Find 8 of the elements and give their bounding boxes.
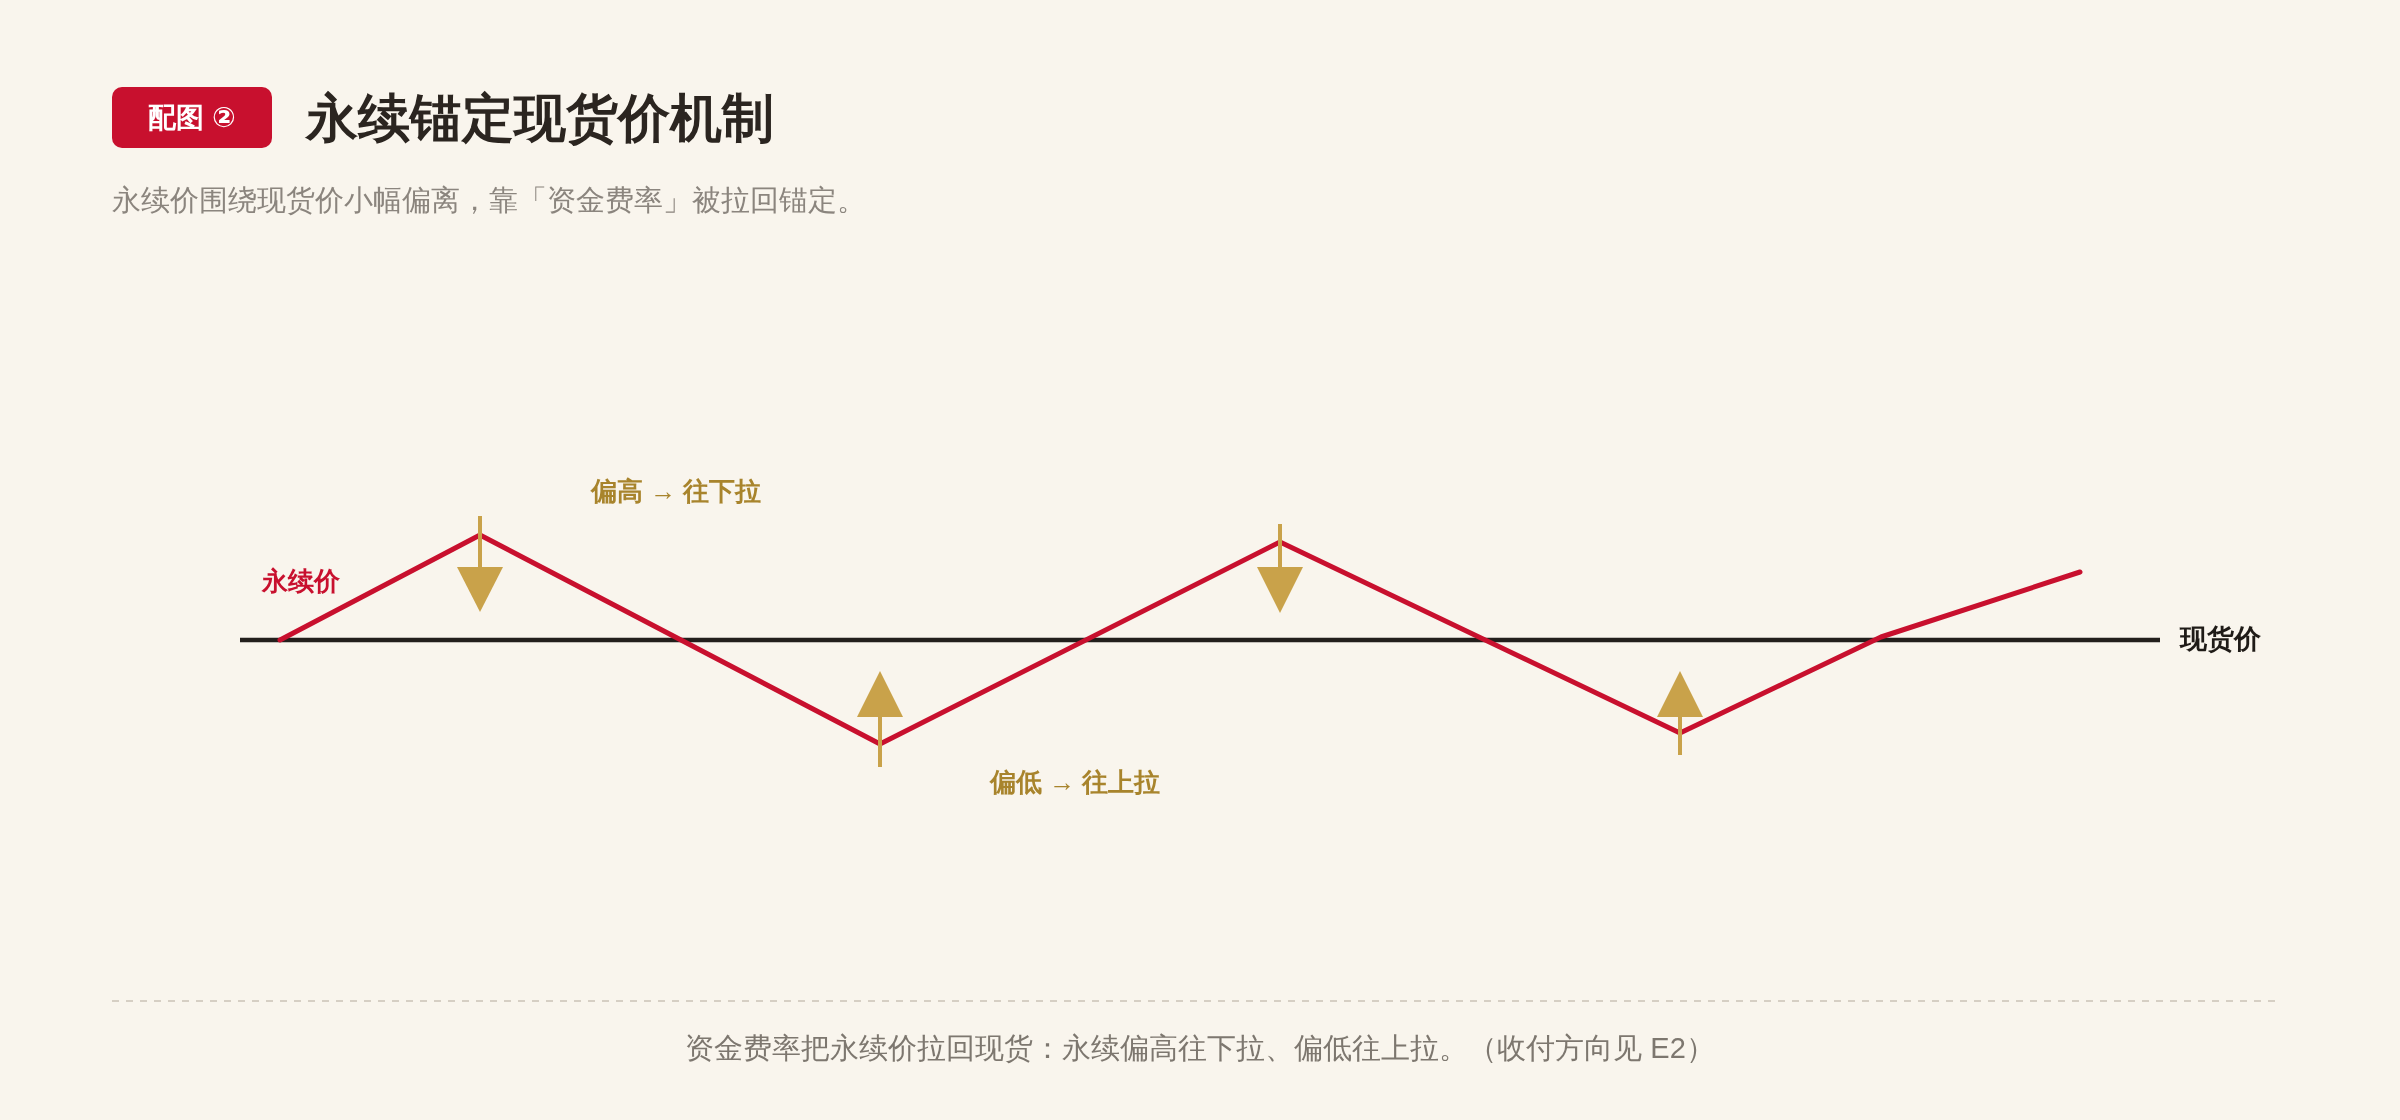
subtitle: 永续价围绕现货价小幅偏离，靠「资金费率」被拉回锚定。	[112, 183, 866, 218]
caption: 资金费率把永续价拉回现货：永续偏高往下拉、偏低往上拉。（收付方向见 E2）	[685, 1031, 1715, 1066]
title: 永续锚定现货价机制	[306, 88, 774, 149]
line-label: 现货价	[2180, 623, 2261, 656]
annotation-text: 偏高 → 往下拉	[591, 475, 762, 508]
line-label: 永续价	[262, 565, 340, 598]
figure-badge: 配图 ②	[112, 87, 272, 148]
annotation-text: 偏低 → 往上拉	[990, 766, 1161, 799]
